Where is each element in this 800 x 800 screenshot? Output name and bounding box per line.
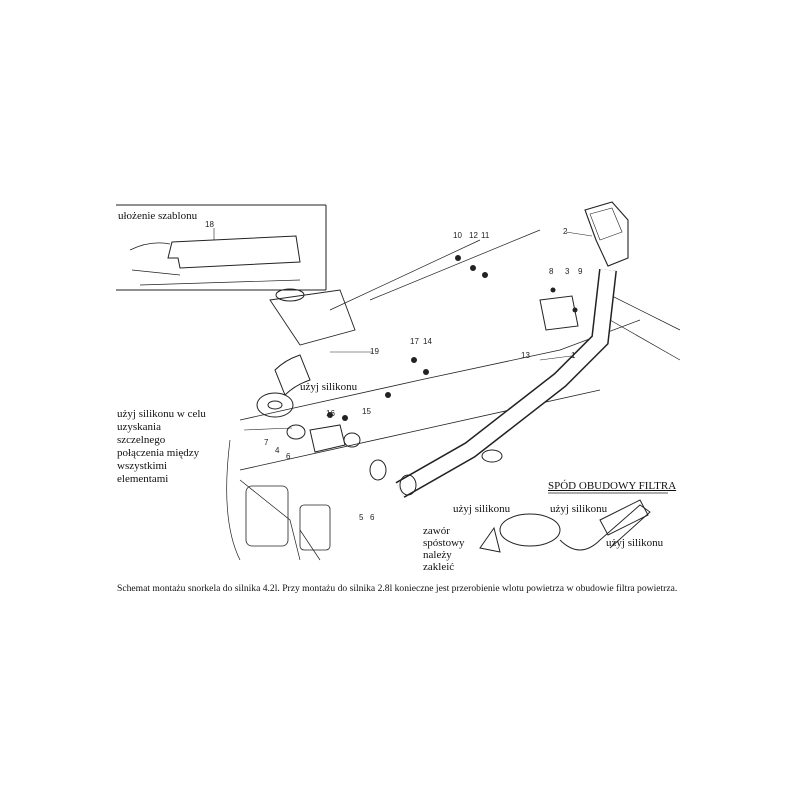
note-silicone-c: użyj silikonu: [606, 537, 664, 549]
note-silicone-b: użyj silikonu: [550, 503, 608, 515]
part-number: 16: [326, 409, 335, 418]
note-line: połączenia między: [117, 447, 200, 459]
part-number: 17: [410, 337, 419, 346]
part-number: 19: [370, 347, 379, 356]
part-number: 14: [423, 337, 432, 346]
note-line: należy: [423, 549, 452, 561]
note-silicone-top: użyj silikonu: [300, 381, 358, 393]
part-number: 10: [453, 231, 462, 240]
part-number: 11: [481, 231, 490, 240]
template-plate: [167, 235, 301, 269]
inset-label: ułożenie szablonu: [118, 210, 198, 222]
filter-header: SPÓD OBUDOWY FILTRA: [548, 480, 677, 492]
part-number: 12: [469, 231, 478, 240]
note-line: spóstowy: [423, 537, 465, 549]
part-number: 5: [359, 513, 364, 522]
part-number: 4: [275, 446, 280, 455]
diagram-caption: Schemat montażu snorkela do silnika 4.2l…: [117, 583, 678, 594]
note-line: użyj silikonu w celu: [117, 408, 206, 420]
part-number: 6: [286, 452, 291, 461]
note-line: wszystkimi: [117, 460, 168, 472]
part-number: 1: [571, 351, 576, 360]
part-number: 8: [549, 267, 554, 276]
note-line: zakleić: [423, 561, 455, 573]
note-line: uzyskania: [117, 421, 161, 433]
part-number: 3: [565, 267, 570, 276]
note-silicone-a: użyj silikonu: [453, 503, 511, 515]
part-number: 6: [370, 513, 375, 522]
note-line: szczelnego: [117, 434, 166, 446]
part-number: 15: [362, 407, 371, 416]
part-number: 13: [521, 351, 530, 360]
part-number: 2: [563, 227, 568, 236]
part-number: 18: [205, 220, 214, 229]
snorkel-badge: [481, 449, 503, 463]
part-number: 9: [578, 267, 583, 276]
part-number: 7: [264, 438, 269, 447]
bolts: [327, 255, 578, 421]
note-line: zawór: [423, 525, 450, 537]
inset-frame: [116, 204, 327, 291]
note-line: elementami: [117, 473, 169, 485]
